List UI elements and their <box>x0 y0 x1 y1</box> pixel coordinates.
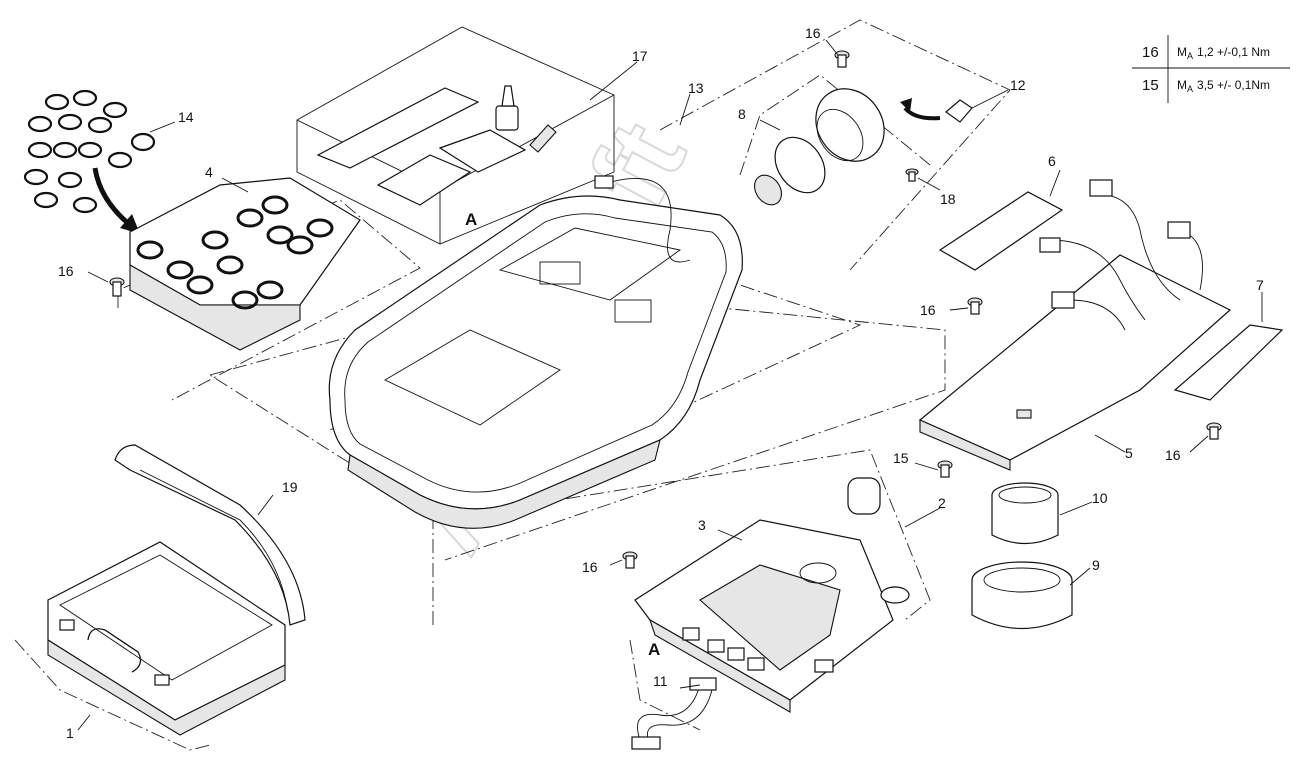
carrying-case <box>47 444 306 736</box>
assembly-arrow <box>92 167 132 227</box>
callout-15: 15 <box>893 450 909 466</box>
callout-4: 4 <box>205 164 213 180</box>
callout-12: 12 <box>1010 77 1026 93</box>
callout-9: 9 <box>1092 557 1100 573</box>
keypad-plate <box>129 177 361 351</box>
screws <box>109 50 1222 569</box>
callout-10: 10 <box>1092 490 1108 506</box>
callout-labels: 1 2 3 4 5 6 7 8 9 10 11 12 13 14 15 16 1… <box>58 25 1264 741</box>
joystick-dome <box>754 88 973 206</box>
callout-19: 19 <box>282 479 298 495</box>
callout-6: 6 <box>1048 153 1056 169</box>
callout-16-dome: 16 <box>805 25 821 41</box>
callout-18: 18 <box>940 191 956 207</box>
seal-kit-box <box>296 26 615 245</box>
callout-8: 8 <box>738 106 746 122</box>
collar-ring <box>991 482 1059 544</box>
callout-16-plate: 16 <box>920 302 936 318</box>
section-mark-a-bottom: A <box>648 640 660 659</box>
callout-7: 7 <box>1256 277 1264 293</box>
torque-row-2-part: 15 <box>1142 77 1159 94</box>
callout-13: 13 <box>688 80 704 96</box>
display-panel <box>634 477 910 713</box>
callout-3: 3 <box>698 517 706 533</box>
callout-5: 5 <box>1125 445 1133 461</box>
connector-plate-assembly <box>918 179 1284 471</box>
leader-lines <box>77 39 1263 731</box>
callout-16-bracket: 16 <box>1165 447 1181 463</box>
callout-1: 1 <box>66 725 74 741</box>
main-housing <box>328 175 743 529</box>
base-ring <box>971 561 1073 629</box>
callout-14: 14 <box>178 109 194 125</box>
callout-11: 11 <box>653 673 668 689</box>
ribbon-cable <box>631 677 717 750</box>
o-rings <box>23 89 156 214</box>
section-mark-a-top: A <box>465 210 477 229</box>
callout-16-keypad: 16 <box>58 263 74 279</box>
callout-17: 17 <box>632 48 648 64</box>
callout-2: 2 <box>938 495 946 511</box>
torque-row-1-part: 16 <box>1142 44 1159 61</box>
callout-16-panel: 16 <box>582 559 598 575</box>
